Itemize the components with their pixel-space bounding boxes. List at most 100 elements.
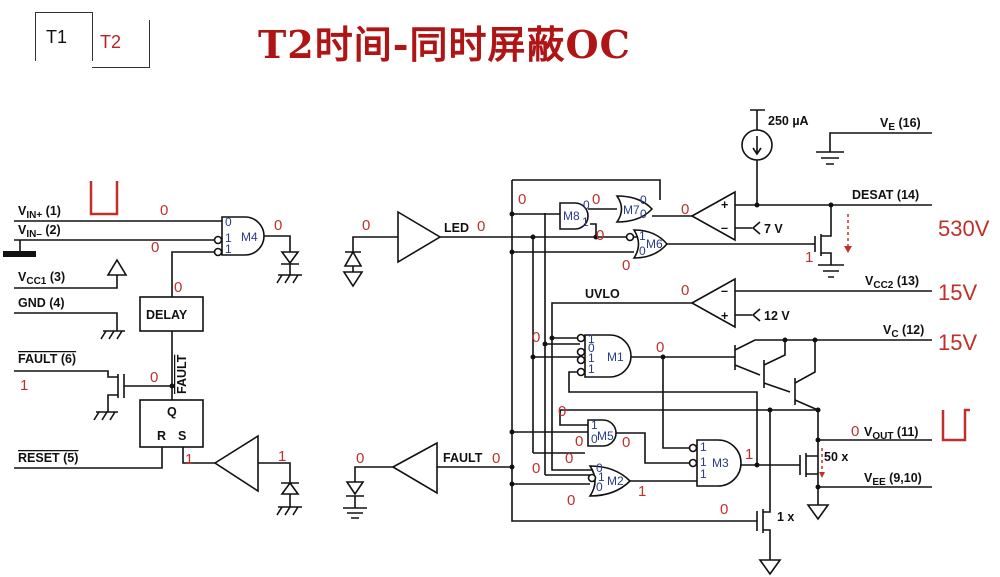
state-label: 0: [492, 450, 500, 467]
state-label: 0: [356, 450, 364, 467]
svg-text:GND (4): GND (4): [18, 296, 65, 310]
state-label: 0: [150, 369, 158, 386]
mosfet-50x: 50 x: [799, 448, 848, 521]
state-label: 0: [532, 329, 540, 346]
state-label: 0: [592, 191, 600, 208]
gate-m3: M3 1 1 1: [688, 439, 800, 487]
state-label: 0: [681, 282, 689, 299]
vin-minus-pin: VIN– (2): [3, 223, 215, 257]
svg-text:M5: M5: [597, 429, 614, 443]
svg-text:FAULT: FAULT: [175, 354, 189, 394]
svg-text:1: 1: [588, 362, 595, 376]
state-label: 0: [681, 201, 689, 218]
svg-text:1: 1: [225, 231, 232, 245]
gate-m7: M7 0 0: [615, 193, 692, 223]
svg-text:VCC1 (3): VCC1 (3): [18, 270, 65, 287]
svg-text:1: 1: [225, 242, 232, 256]
state-label: 0: [567, 492, 575, 509]
svg-text:S: S: [178, 429, 186, 443]
current-source: 250 µA: [741, 109, 809, 205]
state-label: 0: [477, 218, 485, 235]
svg-text:0: 0: [591, 432, 598, 446]
fault-output-buffer: FAULT: [343, 441, 512, 519]
svg-text:1: 1: [588, 351, 595, 365]
vcc2-pin: VCC2 (13) 15V: [865, 274, 977, 305]
svg-text:VCC2 (13): VCC2 (13): [865, 274, 919, 291]
svg-text:DELAY: DELAY: [146, 308, 188, 322]
state-label: 0: [656, 339, 664, 356]
state-label: 0: [160, 202, 168, 219]
svg-text:VOUT (11): VOUT (11): [864, 425, 918, 442]
svg-text:VC (12): VC (12): [883, 323, 924, 340]
desat-pin-label: DESAT (14): [852, 188, 919, 202]
state-label: 0: [151, 239, 159, 256]
tab-t1[interactable]: T1: [35, 12, 93, 61]
vcc2-voltage: 15V: [938, 280, 977, 305]
state-label: 1: [20, 377, 28, 394]
state-label: 1: [745, 446, 753, 463]
svg-text:1: 1: [700, 455, 707, 469]
tab-t2[interactable]: T2: [92, 20, 150, 68]
svg-text:FAULT (6): FAULT (6): [18, 352, 76, 366]
svg-text:M3: M3: [712, 456, 729, 470]
fault-sense-buffer: [213, 434, 302, 516]
delay-block: DELAY FAULT: [139, 296, 204, 400]
ve-pin: VE (16): [816, 116, 932, 165]
svg-text:1: 1: [700, 467, 707, 481]
state-label: 0: [851, 423, 859, 440]
state-label: 0: [518, 191, 526, 208]
reset-pin: RESET (5): [14, 447, 163, 469]
svg-text:0: 0: [596, 461, 603, 475]
tab-t2-label: T2: [100, 32, 122, 52]
state-label: 0: [174, 279, 182, 296]
vout-pin: VOUT (11): [818, 408, 970, 442]
vc-voltage: 15V: [938, 330, 977, 355]
state-label: 0: [565, 450, 573, 467]
svg-text:0: 0: [596, 480, 603, 494]
gate-m4: M4 0 1 1: [171, 215, 302, 297]
diode-icon: [276, 481, 302, 516]
state-label: 0: [596, 227, 604, 244]
svg-text:1: 1: [639, 229, 646, 243]
svg-text:250 µA: 250 µA: [768, 114, 809, 128]
svg-text:M1: M1: [607, 350, 624, 364]
svg-text:0: 0: [640, 207, 647, 221]
input-pulse-waveform: [89, 181, 119, 216]
vin-plus-pin: VIN+ (1): [14, 204, 222, 222]
svg-text:VIN+ (1): VIN+ (1): [18, 204, 61, 221]
vc-pin: VC (12) 15V: [883, 323, 977, 355]
uvlo-comparator: – + 12 V UVLO: [549, 277, 932, 341]
svg-text:VE (16): VE (16): [880, 116, 921, 133]
svg-text:RESET (5): RESET (5): [18, 451, 78, 465]
svg-text:0: 0: [639, 244, 646, 258]
svg-text:1: 1: [598, 470, 605, 484]
svg-text:M6: M6: [646, 237, 663, 251]
svg-text:0: 0: [640, 193, 647, 207]
svg-text:50 x: 50 x: [824, 450, 848, 464]
state-label: 1: [185, 451, 193, 468]
svg-text:+: +: [721, 198, 728, 212]
state-label: 1: [278, 448, 286, 465]
svg-text:M7: M7: [623, 203, 640, 217]
svg-text:1: 1: [700, 440, 707, 454]
svg-text:0: 0: [588, 341, 595, 355]
svg-text:12 V: 12 V: [764, 309, 790, 323]
state-label: 0: [532, 460, 540, 477]
state-label: 0: [622, 257, 630, 274]
svg-text:1: 1: [588, 332, 595, 346]
svg-text:M8: M8: [563, 209, 580, 223]
fault-pin: FAULT (6): [14, 352, 175, 421]
svg-text:M4: M4: [241, 230, 258, 244]
sr-latch: Q R S: [139, 399, 215, 464]
vee-pin: VEE (9,10): [818, 471, 932, 488]
state-label: 1: [805, 249, 813, 266]
state-label: 1: [638, 483, 646, 500]
gate-m6: M6 1 0: [625, 229, 815, 259]
desat-comparator: + – 7 V: [690, 190, 932, 242]
svg-text:–: –: [721, 284, 728, 298]
diode-icon: [276, 251, 302, 284]
gate-m5: M5 1 0: [559, 410, 697, 464]
led-buffer: LED: [342, 210, 645, 288]
